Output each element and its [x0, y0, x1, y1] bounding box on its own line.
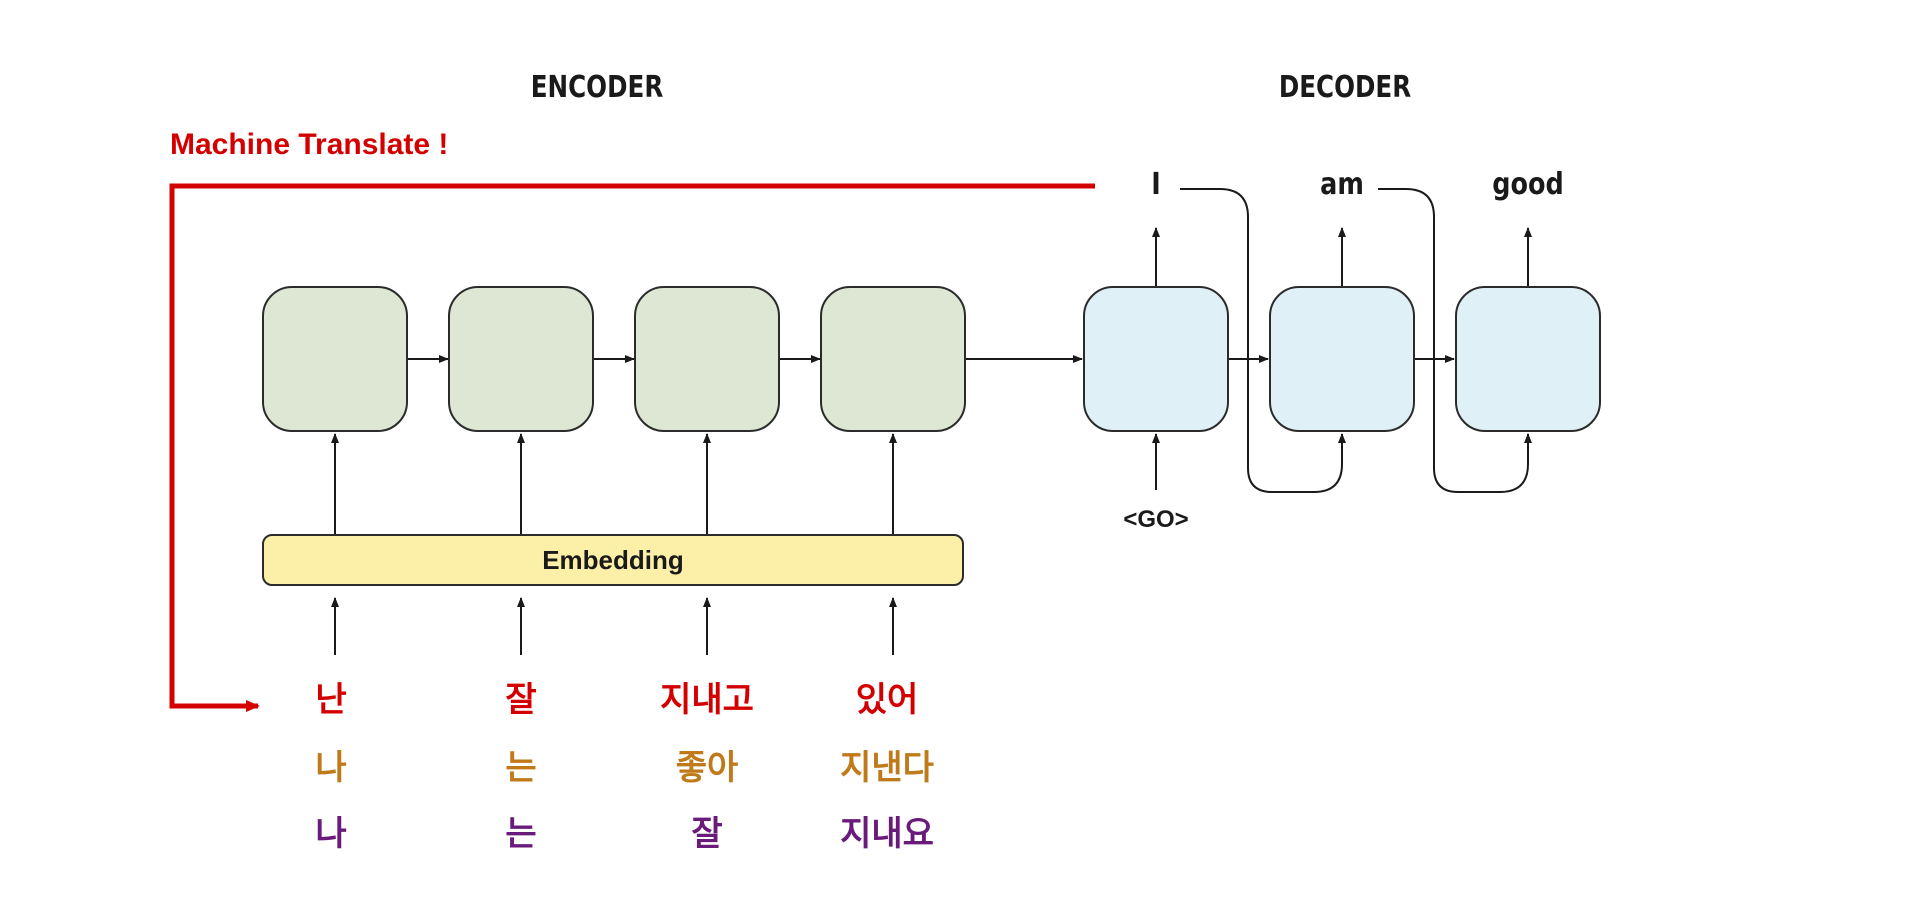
decoder-cell-3 — [1455, 286, 1601, 432]
alt-word-row-2: 나 — [315, 814, 347, 854]
go-token: <GO> — [1123, 506, 1189, 533]
source-word: 잘 — [505, 680, 537, 720]
decoder-cell-1 — [1083, 286, 1229, 432]
embedding-layer: Embedding — [262, 534, 964, 586]
alt-word-row-1: 좋아 — [675, 748, 739, 788]
decoder-cell-2 — [1269, 286, 1415, 432]
feedback-loop-2 — [1378, 188, 1532, 493]
alt-word-row-2: 지내요 — [840, 814, 934, 854]
source-word: 난 — [315, 680, 347, 720]
source-word: 있어 — [855, 680, 919, 720]
translate-bracket-arrow — [169, 183, 1095, 712]
encoder-heading: ENCODER — [530, 70, 664, 105]
decoder-output-2: am — [1320, 167, 1364, 202]
encoder-cell-4 — [820, 286, 966, 432]
machine-translate-label: Machine Translate ! — [170, 128, 449, 161]
source-word: 지내고 — [660, 680, 754, 720]
alt-word-row-1: 는 — [505, 748, 537, 788]
decoder-heading: DECODER — [1278, 70, 1412, 105]
feedback-loop-1 — [1180, 188, 1346, 493]
encoder-cell-3 — [634, 286, 780, 432]
alt-word-row-2: 잘 — [691, 814, 723, 854]
decoder-output-1: I — [1151, 167, 1161, 202]
alt-word-row-1: 나 — [315, 748, 347, 788]
alt-word-row-2: 는 — [505, 814, 537, 854]
encoder-cell-2 — [448, 286, 594, 432]
encoder-cell-1 — [262, 286, 408, 432]
alt-word-row-1: 지낸다 — [840, 748, 934, 788]
decoder-output-3: good — [1492, 167, 1564, 202]
